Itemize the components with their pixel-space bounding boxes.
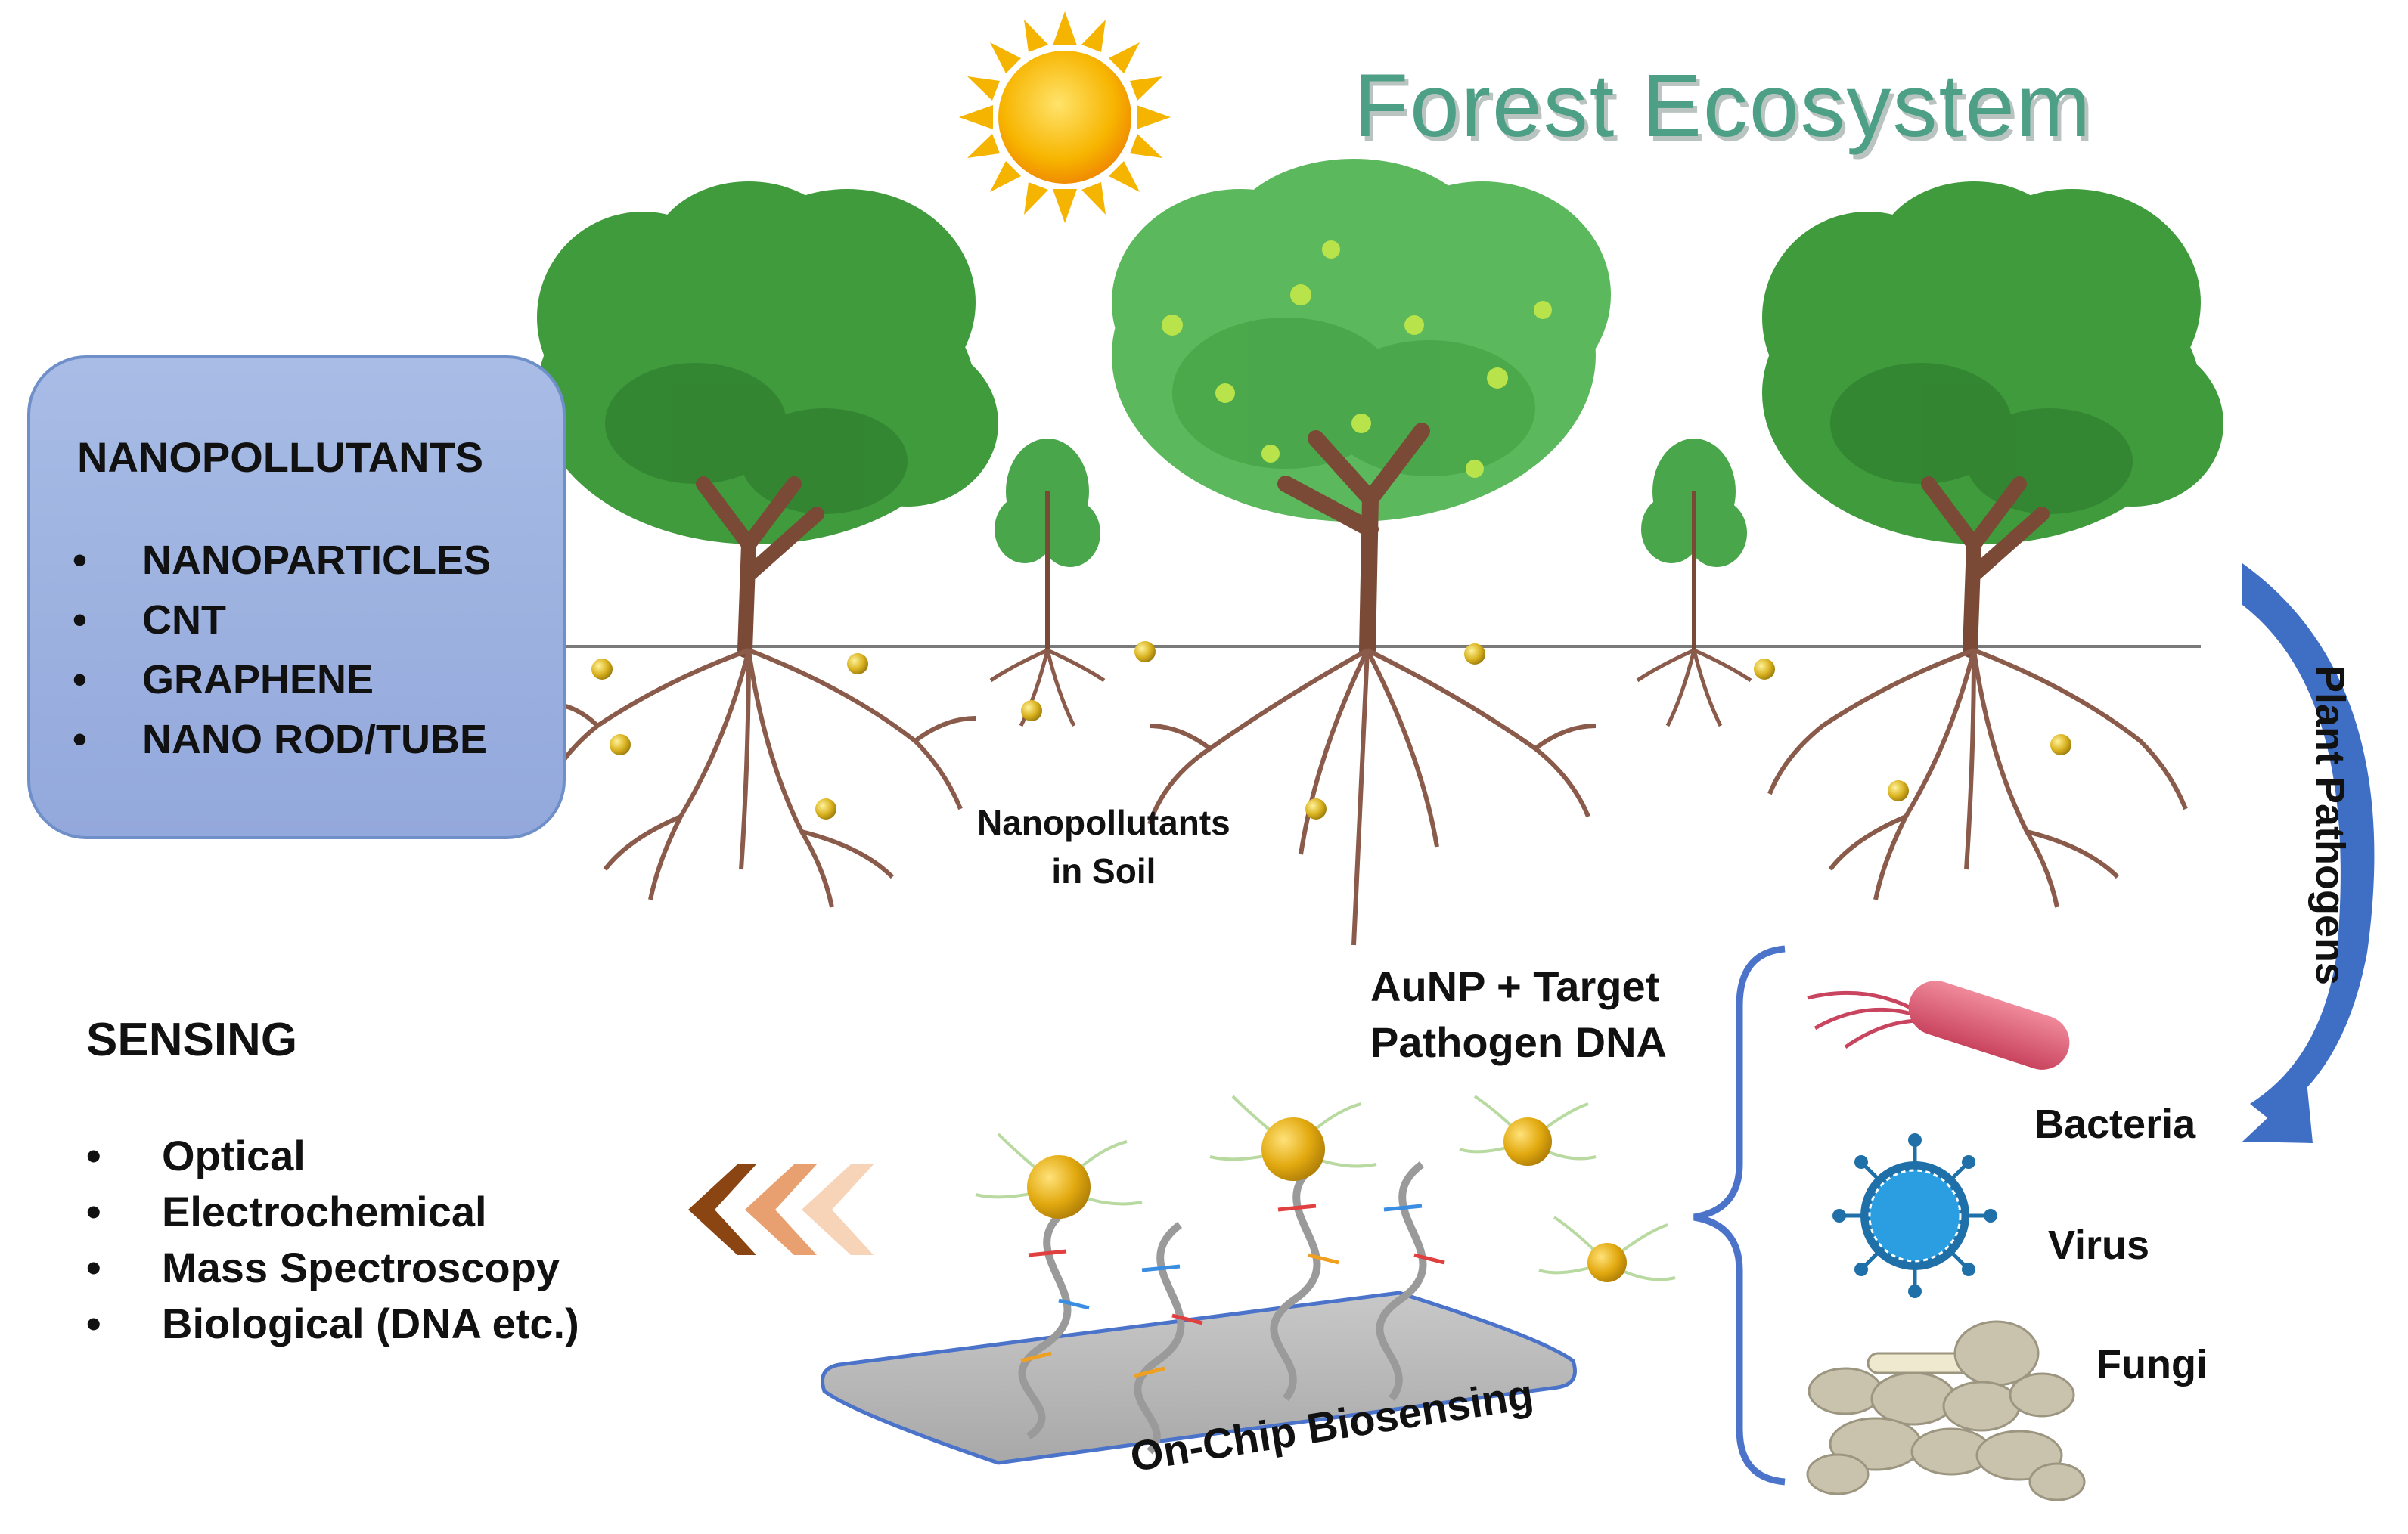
- fungi-label: Fungi: [2096, 1342, 2208, 1387]
- plant-pathogens-label: Plant Pathogens: [2307, 665, 2353, 986]
- chevron-left-icon: [688, 1164, 874, 1255]
- bullet-icon: •: [86, 1244, 101, 1291]
- dna-strand-icon: [1020, 1204, 1445, 1378]
- curved-arrow-icon: [2242, 563, 2375, 1143]
- fungi-icon: [1806, 1320, 2086, 1501]
- brace-icon: [1693, 945, 1786, 1486]
- bullet-icon: •: [73, 657, 87, 702]
- list-item: •CNT: [73, 597, 226, 643]
- list-item: •Mass Spectroscopy: [86, 1244, 560, 1291]
- list-item: •Biological (DNA etc.): [86, 1300, 579, 1347]
- bullet-icon: •: [73, 538, 87, 583]
- bullet-icon: •: [86, 1188, 101, 1235]
- bullet-icon: •: [73, 717, 87, 762]
- bullet-icon: •: [86, 1132, 101, 1179]
- list-item: •GRAPHENE: [73, 657, 374, 702]
- bacteria-icon: [1807, 981, 2070, 1070]
- sensing-list: •Optical •Electrochemical •Mass Spectros…: [86, 1131, 579, 1355]
- gold-nanoparticle-icon: [975, 1095, 1676, 1282]
- tree-icon: [1112, 159, 1611, 946]
- bacteria-label: Bacteria: [2034, 1102, 2196, 1147]
- list-item: •NANOPARTICLES: [73, 538, 492, 583]
- soil-label: Nanopollutants in Soil: [977, 803, 1230, 891]
- virus-label: Virus: [2048, 1223, 2150, 1268]
- page-title: Forest Ecosystem: [1354, 56, 2093, 156]
- bullet-icon: •: [86, 1300, 101, 1347]
- list-item: •Electrochemical: [86, 1188, 487, 1235]
- nanopollutants-box: NANOPOLLUTANTS •NANOPARTICLES •CNT •GRAP…: [27, 355, 566, 839]
- sapling-icon: [989, 439, 1106, 727]
- nanoparticle-icon: [591, 641, 2071, 820]
- nanopollutants-heading: NANOPOLLUTANTS: [77, 433, 484, 481]
- nanopollutants-list: •NANOPARTICLES •CNT •GRAPHENE •NANO ROD/…: [73, 537, 491, 776]
- list-item: •NANO ROD/TUBE: [73, 717, 487, 762]
- chip-icon: [821, 1291, 1577, 1465]
- list-item: •Optical: [86, 1132, 306, 1179]
- tree-icon: [537, 181, 998, 908]
- virus-icon: [1832, 1133, 1997, 1298]
- sun-icon: [959, 11, 1171, 223]
- sensing-heading: SENSING: [86, 1014, 298, 1066]
- sapling-icon: [1636, 439, 1752, 727]
- tree-icon: [1762, 181, 2223, 908]
- aunp-label: AuNP + Target Pathogen DNA: [1370, 962, 1667, 1066]
- bullet-icon: •: [73, 597, 87, 643]
